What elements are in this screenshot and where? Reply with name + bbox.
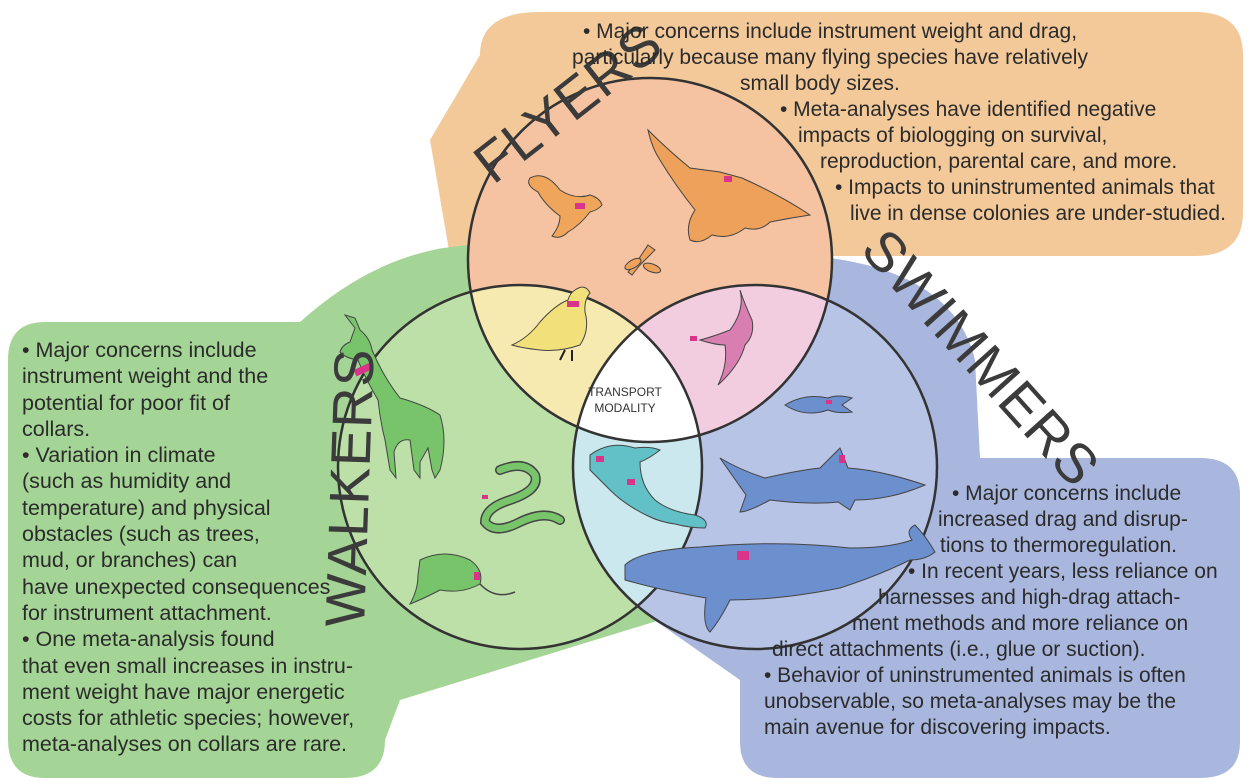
walkers-line: costs for athletic species; however, [22, 706, 355, 731]
walkers-line: • Major concerns include [22, 338, 257, 362]
walkers-line: mud, or branches) can [22, 548, 238, 573]
walkers-text: • Major concerns include instrument weig… [22, 337, 382, 758]
flyers-line: • Major concerns include instrument weig… [582, 20, 1078, 43]
snake-icon [479, 461, 565, 534]
small-fish-icon [784, 395, 854, 414]
bird-icon [528, 175, 603, 238]
center-label-line2: MODALITY [594, 401, 656, 415]
dragonfly-icon [624, 244, 662, 276]
flyers-line: • Meta-analyses have identified negative [780, 98, 1157, 121]
deer-icon [339, 314, 445, 480]
swimmers-line: increased drag and disrup- [938, 508, 1188, 531]
rodent-icon [408, 553, 516, 605]
walkers-line: • Variation in climate [22, 443, 216, 468]
walkers-line: collars. [22, 416, 91, 441]
walkers-line: potential for poor fit of [22, 390, 230, 415]
walkers-line: meta-analyses on collars are rare. [22, 732, 348, 757]
walkers-line: (such as humidity and [22, 469, 232, 494]
center-overlap [573, 285, 702, 442]
walkers-line: obstacles (such as trees, [22, 522, 260, 547]
swimmers-line: unobservable, so meta-analyses may be th… [764, 690, 1177, 713]
swimmers-line: main avenue for discovering impacts. [764, 716, 1111, 739]
swimmers-line: tions to thermoregulation. [940, 534, 1177, 557]
flyers-line: small body sizes. [740, 72, 900, 95]
swimmers-line: • Major concerns include [952, 482, 1182, 505]
bat-icon [647, 128, 812, 243]
flyers-line: reproduction, parental care, and more. [820, 150, 1178, 173]
swimmers-line: direct attachments (i.e., glue or suctio… [772, 638, 1146, 661]
walkers-line: instrument weight and the [22, 364, 269, 389]
flyers-line: impacts of biologging on survival, [798, 124, 1108, 147]
swimmers-outline [571, 283, 939, 651]
flyers-text: • Major concerns include instrument weig… [560, 19, 1240, 227]
walkers-line: for instrument attachment. [22, 600, 272, 625]
shark-icon [719, 447, 927, 513]
flyers-line: particularly because many flying species… [572, 46, 1088, 69]
whale-icon [624, 524, 936, 633]
walkers-line: temperature) and physical [22, 495, 271, 520]
swimmers-line: ment methods and more reliance on [852, 612, 1189, 635]
center-label-line1: TRANSPORT [588, 385, 662, 399]
swimmers-line: harnesses and high-drag attach- [878, 586, 1181, 609]
walkers-outline [336, 283, 704, 651]
pigeon-icon [510, 286, 591, 361]
walkers-line: ment weight have major energetic [22, 679, 345, 704]
walkers-line: that even small increases in instru- [22, 653, 354, 678]
swimmers-line: • In recent years, less reliance on [908, 560, 1218, 583]
walkers-line: • One meta-analysis found [22, 627, 275, 652]
swimmers-text: • Major concerns include increased drag … [740, 481, 1245, 741]
walkers-line: have unexpected consequences [22, 574, 331, 599]
flyers-line: live in dense colonies are under-studied… [850, 202, 1226, 225]
flyers-outline [466, 76, 834, 444]
swimmers-line: • Behavior of uninstrumented animals is … [764, 664, 1186, 687]
albatross-icon [690, 289, 754, 386]
sea-lion-icon [589, 444, 707, 529]
center-label: TRANSPORT MODALITY [580, 384, 670, 416]
flyers-line: • Impacts to uninstrumented animals that [835, 176, 1215, 199]
